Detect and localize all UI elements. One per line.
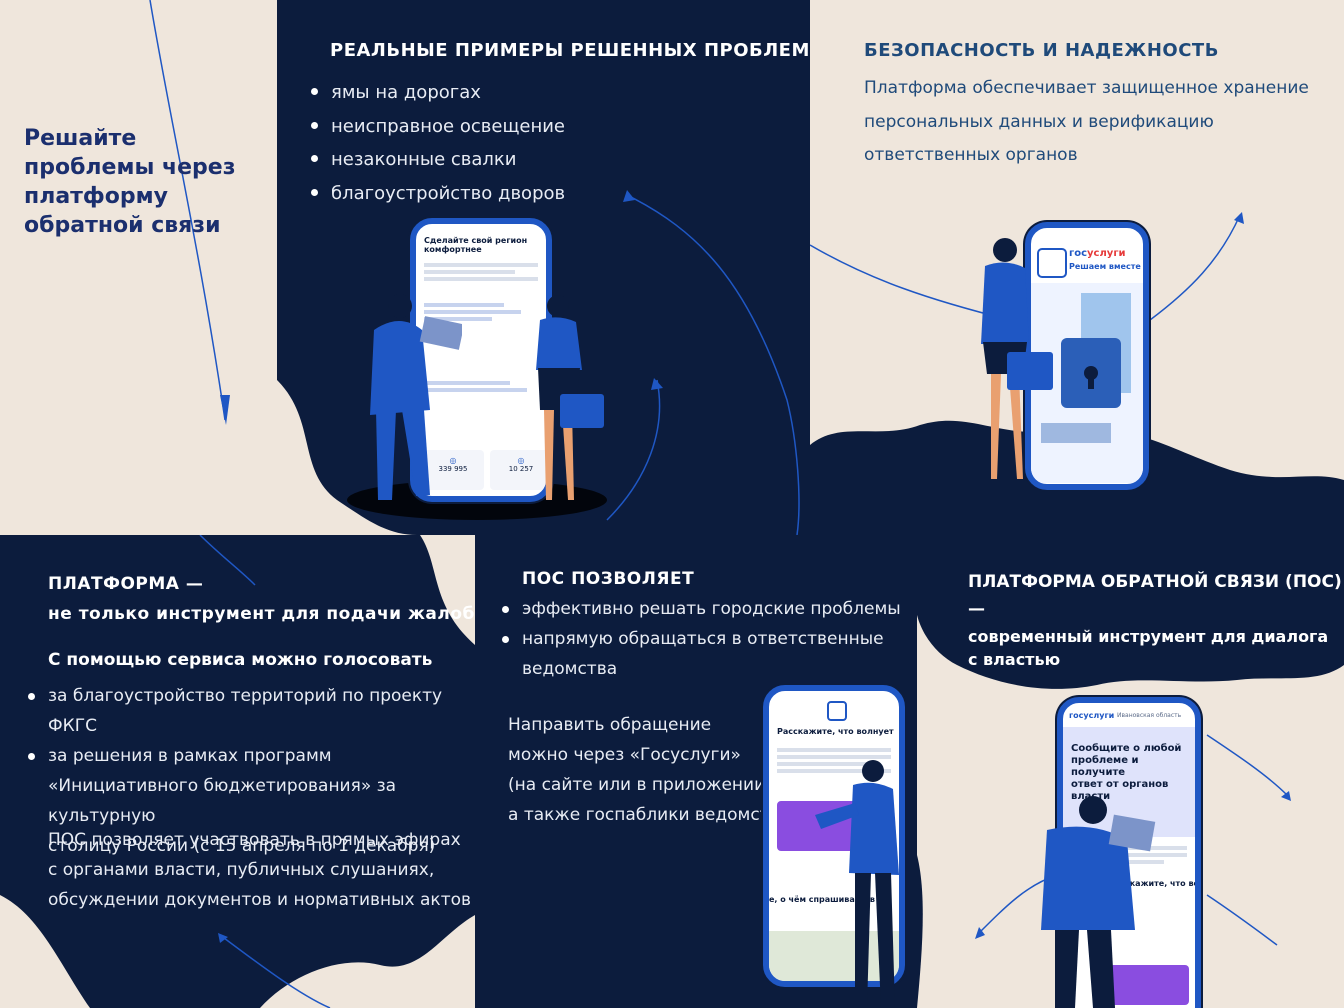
platform-heading: ПЛАТФОРМА — не только инструмент для под… (48, 574, 475, 624)
vote-list: за благоустройство территорий по проекту… (26, 681, 475, 861)
list-item: напрямую обращаться в ответственные ведо… (500, 624, 901, 684)
security-panel: БЕЗОПАСНОСТЬ И НАДЕЖНОСТЬ Платформа обес… (810, 0, 1344, 535)
list-item: неисправное освещение (309, 110, 565, 144)
platform-extra-text: ПОС позволяет участвовать в прямых эфира… (48, 830, 472, 910)
examples-heading: РЕАЛЬНЫЕ ПРИМЕРЫ РЕШЕННЫХ ПРОБЛЕМ (330, 40, 810, 61)
man-illustration (815, 760, 899, 1008)
phone-subtitle: Расскажите, что вол (1109, 879, 1201, 888)
pos-def-panel: ПЛАТФОРМА ОБРАТНОЙ СВЯЗИ (ПОС) — совреме… (917, 535, 1344, 1008)
examples-list: ямы на дорогах неисправное освещение нез… (309, 76, 565, 210)
woman-illustration (981, 238, 1053, 479)
map-preview (769, 931, 899, 981)
security-text: Платформа обеспечивает защищенное хранен… (864, 78, 1309, 165)
examples-panel: РЕАЛЬНЫЕ ПРИМЕРЫ РЕШЕННЫХ ПРОБЛЕМ ямы на… (277, 0, 810, 535)
phone-title: Расскажите, что волнует (777, 727, 894, 736)
gosuslugi-logo-icon (827, 701, 847, 721)
woman-illustration (536, 295, 604, 500)
gosuslugi-logo-icon (1037, 248, 1067, 278)
intro-title: Решайте проблемы через платформу обратно… (24, 126, 236, 238)
decorative-wave (0, 535, 475, 1008)
security-heading: БЕЗОПАСНОСТЬ И НАДЕЖНОСТЬ (864, 40, 1219, 61)
phone-text (777, 745, 891, 776)
stat-card: ◎ 339 995 (422, 450, 484, 490)
list-item: незаконные свалки (309, 143, 565, 177)
send-text: Направить обращение можно через «Госуслу… (508, 715, 780, 825)
platform-panel: ПЛАТФОРМА — не только инструмент для под… (0, 535, 475, 1008)
region-label: Ивановская область (1117, 712, 1182, 719)
brand-slogan: Решаем вместе (1069, 262, 1141, 271)
list-item: эффективно решать городские проблемы (500, 594, 901, 624)
pos-allows-list: эффективно решать городские проблемы нап… (500, 594, 901, 684)
phone-title: Сделайте свой регион комфортнее (424, 236, 528, 254)
decorative-arrow (149, 0, 230, 425)
list-item: за благоустройство территорий по проекту… (26, 681, 475, 741)
man-illustration (370, 294, 462, 500)
intro-panel: Решайте проблемы через платформу обратно… (0, 0, 277, 535)
phone-subtitle: е, о чём спрашивают в (769, 895, 875, 904)
pos-allows-heading: ПОС ПОЗВОЛЯЕТ (522, 569, 695, 589)
purple-card[interactable] (1109, 965, 1189, 1005)
decorative-blob (917, 535, 1344, 1008)
gosuslugi-brand: госуслуги (1069, 248, 1126, 259)
stat-value: 339 995 (438, 465, 468, 473)
phone-text (416, 258, 546, 397)
vote-title: С помощью сервиса можно голосовать (48, 650, 433, 670)
list-item: благоустройство дворов (309, 177, 565, 211)
stat-card: ◎ 10 257 (490, 450, 546, 490)
list-item: ямы на дорогах (309, 76, 565, 110)
list-item: за решения в рамках программ «Инициативн… (26, 741, 475, 861)
pos-def-heading: ПЛАТФОРМА ОБРАТНОЙ СВЯЗИ (ПОС) — совреме… (968, 572, 1342, 669)
pos-allows-panel: ПОС ПОЗВОЛЯЕТ эффективно решать городски… (475, 535, 917, 1008)
stat-value: 10 257 (508, 465, 534, 473)
man-illustration (1041, 796, 1156, 1008)
gosuslugi-brand: госуслуги (1069, 711, 1115, 720)
